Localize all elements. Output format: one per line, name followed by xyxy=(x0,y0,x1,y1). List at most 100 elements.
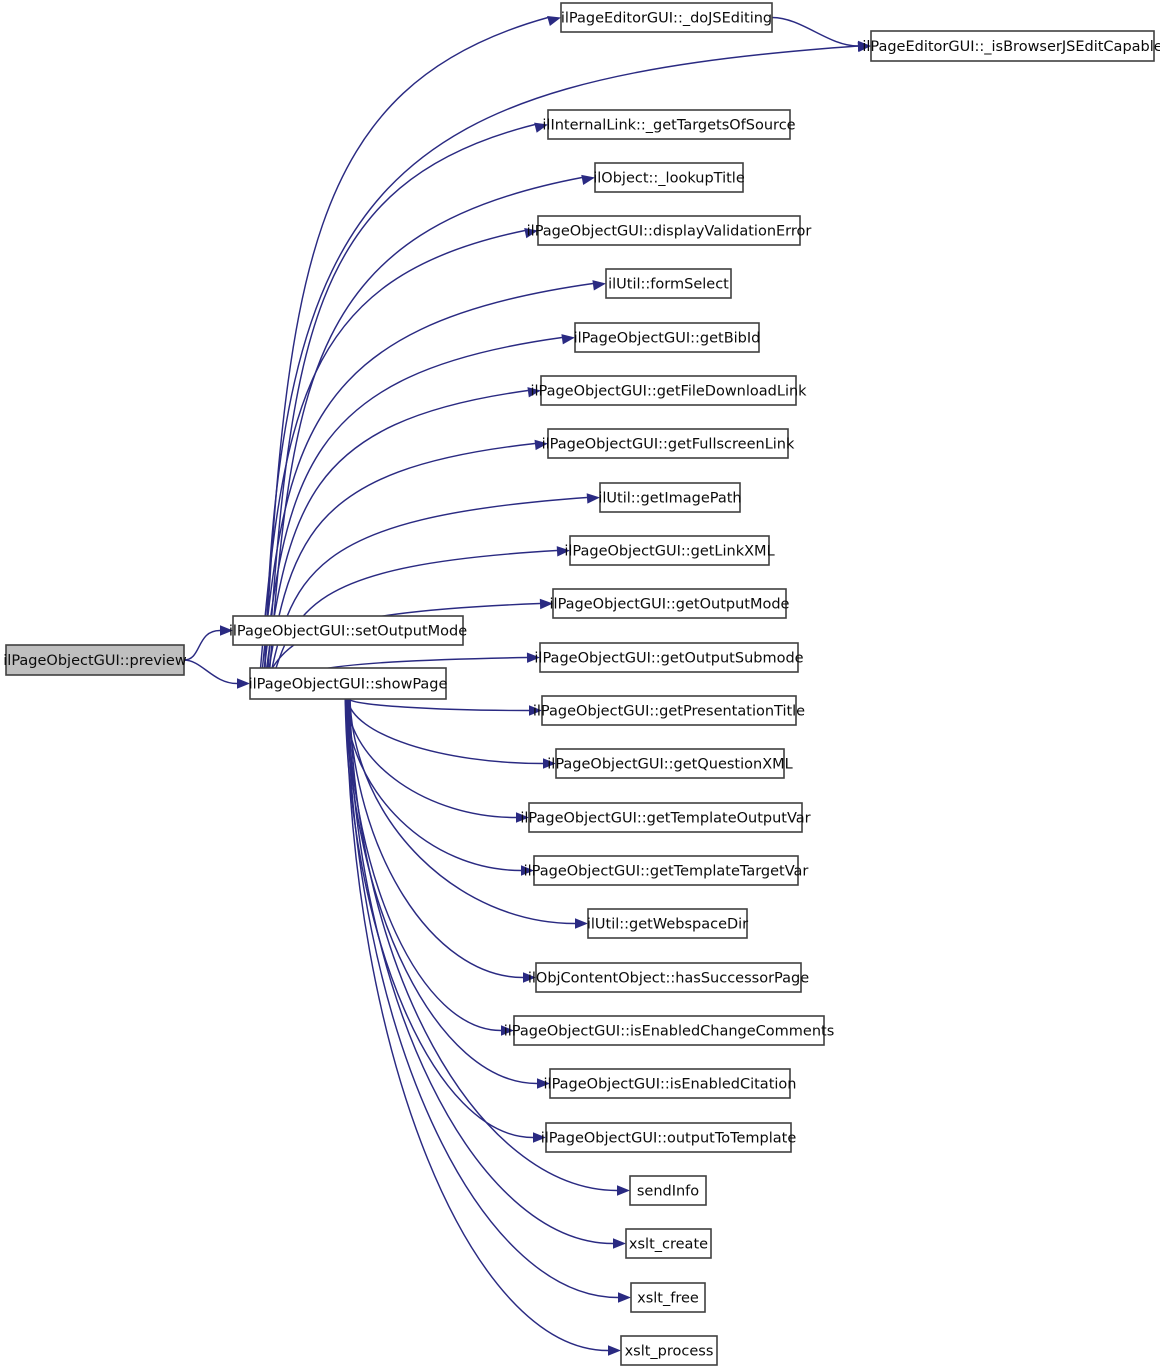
edge-arrowhead xyxy=(529,705,542,716)
node-box[interactable] xyxy=(569,535,770,566)
node-box[interactable] xyxy=(533,855,799,886)
edge-arrowhead xyxy=(521,865,534,876)
node-box[interactable] xyxy=(5,644,185,676)
node-label: ilInternalLink::_getTargetsOfSource xyxy=(542,118,795,134)
graph-node-lookupTitle[interactable]: ilObject::_lookupTitle xyxy=(593,162,745,193)
node-box[interactable] xyxy=(870,30,1155,62)
node-box[interactable] xyxy=(549,1068,791,1099)
edge-arrowhead xyxy=(220,625,233,636)
edge-line xyxy=(771,16,859,47)
graph-node-xslt_process[interactable]: xslt_process xyxy=(620,1335,718,1366)
edge-arrowhead xyxy=(533,1132,546,1143)
edge-line xyxy=(258,282,594,699)
graph-node-setOutputMode[interactable]: ilPageObjectGUI::setOutputMode xyxy=(229,615,467,646)
node-label: ilPageObjectGUI::isEnabledCitation xyxy=(544,1077,797,1093)
node-label: ilPageObjectGUI::preview xyxy=(3,653,187,669)
edge-arrowhead xyxy=(608,1345,621,1356)
node-box[interactable] xyxy=(587,908,748,939)
graph-node-formSelect[interactable]: ilUtil::formSelect xyxy=(605,268,732,299)
graph-node-getFullscreenLink[interactable]: ilPageObjectGUI::getFullscreenLink xyxy=(542,428,795,459)
graph-node-isEnabledChangeComments[interactable]: ilPageObjectGUI::isEnabledChangeComments xyxy=(504,1015,835,1046)
graph-node-xslt_create[interactable]: xslt_create xyxy=(625,1228,712,1259)
graph-node-getImagePath[interactable]: ilUtil::getImagePath xyxy=(598,482,742,513)
node-label: ilPageObjectGUI::isEnabledChangeComments xyxy=(504,1024,835,1040)
node-box[interactable] xyxy=(528,802,803,833)
graph-node-hasSuccessorPage[interactable]: ilObjContentObject::hasSuccessorPage xyxy=(528,962,809,993)
graph-node-showPage[interactable]: ilPageObjectGUI::showPage xyxy=(249,667,448,700)
call-edge xyxy=(346,698,631,1303)
edge-arrowhead xyxy=(618,1292,631,1303)
node-box[interactable] xyxy=(547,109,791,140)
node-box[interactable] xyxy=(560,2,773,33)
node-box[interactable] xyxy=(605,268,732,299)
edge-arrowhead xyxy=(524,228,538,239)
call-edge xyxy=(265,122,548,699)
edge-arrowhead xyxy=(547,15,561,26)
node-box[interactable] xyxy=(555,748,785,779)
node-box[interactable] xyxy=(545,1122,792,1153)
node-label: ilPageObjectGUI::getTemplateTargetVar xyxy=(524,864,809,880)
node-box[interactable] xyxy=(537,215,801,246)
call-edge xyxy=(183,625,233,661)
node-box[interactable] xyxy=(594,162,744,193)
call-edge xyxy=(348,698,542,716)
node-box[interactable] xyxy=(513,1015,825,1046)
node-label: ilPageObjectGUI::getQuestionXML xyxy=(547,757,792,773)
node-box[interactable] xyxy=(541,695,797,726)
call-edge xyxy=(346,698,556,769)
node-box[interactable] xyxy=(535,962,802,993)
graph-node-getOutputSubmode[interactable]: ilPageObjectGUI::getOutputSubmode xyxy=(534,642,804,673)
edge-line xyxy=(265,496,588,699)
edge-arrowhead xyxy=(613,1238,626,1249)
node-box[interactable] xyxy=(232,615,464,646)
graph-node-displayValidationError[interactable]: ilPageObjectGUI::displayValidationError xyxy=(527,215,812,246)
edge-arrowhead xyxy=(575,918,588,929)
call-edge xyxy=(344,698,546,1143)
node-label: ilPageEditorGUI::_isBrowserJSEditCapable xyxy=(862,39,1160,55)
graph-node-getBibId[interactable]: ilPageObjectGUI::getBibId xyxy=(574,322,761,353)
graph-node-preview[interactable]: ilPageObjectGUI::preview xyxy=(3,644,187,676)
node-box[interactable] xyxy=(547,428,789,459)
graph-node-getTemplateTargetVar[interactable]: ilPageObjectGUI::getTemplateTargetVar xyxy=(524,855,809,886)
graph-node-getLinkXML[interactable]: ilPageObjectGUI::getLinkXML xyxy=(564,535,775,566)
node-box[interactable] xyxy=(249,667,447,700)
node-box[interactable] xyxy=(539,642,799,673)
edge-line xyxy=(344,698,534,1139)
graph-node-getTemplateOutputVar[interactable]: ilPageObjectGUI::getTemplateOutputVar xyxy=(520,802,811,833)
edge-arrowhead xyxy=(539,598,553,610)
graph-node-xslt_free[interactable]: xslt_free xyxy=(630,1282,706,1313)
graph-node-sendInfo[interactable]: sendInfo xyxy=(629,1175,707,1206)
node-box[interactable] xyxy=(552,588,787,619)
node-box[interactable] xyxy=(540,375,797,406)
node-box[interactable] xyxy=(620,1335,718,1366)
graph-node-isEnabledCitation[interactable]: ilPageObjectGUI::isEnabledCitation xyxy=(544,1068,797,1099)
graph-node-getTargetsOfSource[interactable]: ilInternalLink::_getTargetsOfSource xyxy=(542,109,796,140)
edge-line xyxy=(348,698,530,712)
graph-node-isBrowserJSEditCapable[interactable]: ilPageEditorGUI::_isBrowserJSEditCapable xyxy=(862,30,1160,62)
call-edge xyxy=(262,387,541,699)
node-box[interactable] xyxy=(629,1175,707,1206)
graph-node-doJSEditing[interactable]: ilPageEditorGUI::_doJSEditing xyxy=(560,2,773,33)
node-label: ilPageObjectGUI::outputToTemplate xyxy=(541,1131,797,1147)
call-edge xyxy=(348,698,626,1249)
edge-arrowhead xyxy=(527,387,541,398)
graph-node-getPresentationTitle[interactable]: ilPageObjectGUI::getPresentationTitle xyxy=(533,695,805,726)
node-box[interactable] xyxy=(574,322,760,353)
call-edge xyxy=(349,698,588,929)
call-edge xyxy=(263,41,871,699)
node-box[interactable] xyxy=(625,1228,712,1259)
edge-arrowhead xyxy=(857,41,871,53)
edge-line xyxy=(344,698,522,872)
graph-node-getOutputMode[interactable]: ilPageObjectGUI::getOutputMode xyxy=(550,588,790,619)
node-label: ilPageObjectGUI::getLinkXML xyxy=(564,544,774,560)
graph-node-getWebspaceDir[interactable]: ilUtil::getWebspaceDir xyxy=(587,908,748,939)
edge-line xyxy=(260,336,563,699)
node-box[interactable] xyxy=(630,1282,706,1313)
edge-arrowhead xyxy=(534,439,548,451)
node-box[interactable] xyxy=(599,482,741,513)
graph-node-getQuestionXML[interactable]: ilPageObjectGUI::getQuestionXML xyxy=(547,748,793,779)
graph-node-outputToTemplate[interactable]: ilPageObjectGUI::outputToTemplate xyxy=(541,1122,797,1153)
graph-node-getFileDownloadLink[interactable]: ilPageObjectGUI::getFileDownloadLink xyxy=(530,375,807,406)
edge-arrowhead xyxy=(237,678,250,689)
